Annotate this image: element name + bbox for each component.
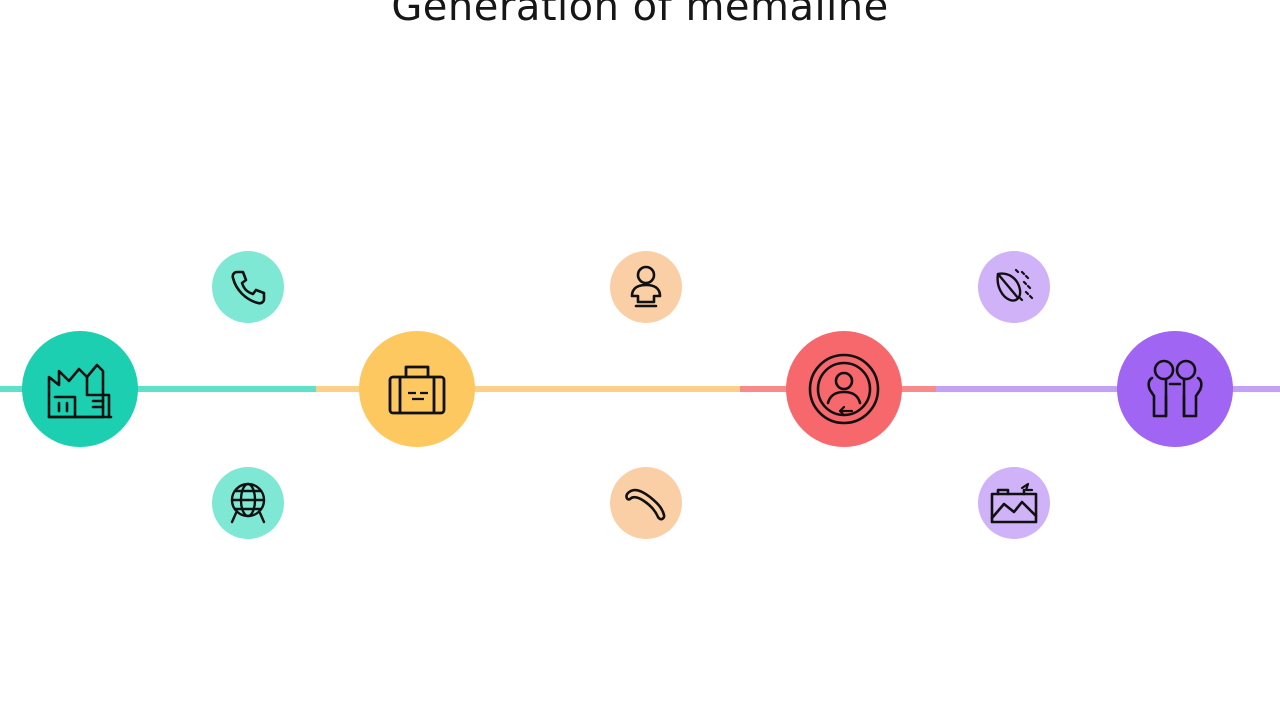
stage-1-top-node: [212, 251, 284, 323]
stage-4-node: [1117, 331, 1233, 447]
landscape-icon: [990, 482, 1038, 524]
briefcase-icon: [388, 365, 446, 415]
stage-2-top-node: [610, 251, 682, 323]
timeline-segment-purple: [936, 386, 1280, 392]
leaf-icon: [996, 268, 1034, 302]
stage-3-top-node: [978, 251, 1050, 323]
stage-1-bottom-node: [212, 467, 284, 539]
stage-2-bottom-node: [610, 467, 682, 539]
people-icon: [1147, 359, 1203, 418]
stage-3-node: [786, 331, 902, 447]
curve-icon: [625, 488, 666, 521]
timeline-segment-orange: [316, 386, 744, 392]
person-icon: [630, 265, 662, 308]
globe-icon: [230, 482, 266, 524]
factory-icon: [47, 363, 113, 419]
phone-icon: [231, 270, 266, 305]
stage-1-node: [22, 331, 138, 447]
timeline-segment-teal: [0, 386, 320, 392]
stage-3-bottom-node: [978, 467, 1050, 539]
diagram-title: Generation of memaline: [391, 0, 889, 30]
stage-2-node: [359, 331, 475, 447]
user-target-icon: [808, 353, 880, 425]
